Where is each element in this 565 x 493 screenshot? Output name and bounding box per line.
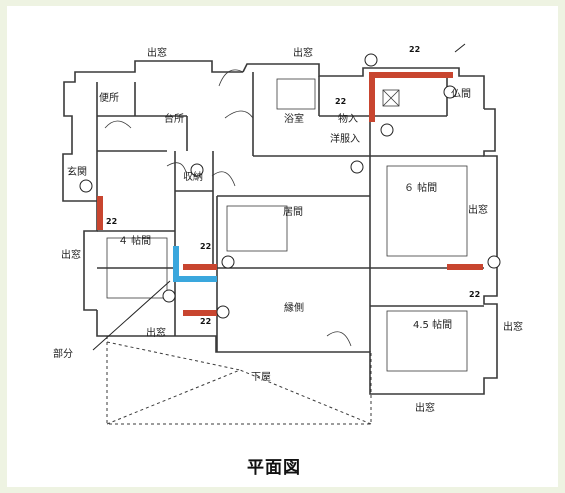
window-right-lower: 出窓 <box>503 322 523 333</box>
red-marker-mid <box>183 264 217 270</box>
room-four-half-mat: 4.5 帖間 <box>413 320 453 331</box>
floor-plan-drawing <box>62 43 501 425</box>
window-top-left: 出窓 <box>147 48 167 59</box>
plan-caption: 平面図 <box>247 458 301 478</box>
tatami-outline <box>226 205 288 252</box>
blue-marker-horizontal <box>173 276 217 282</box>
window-left: 出窓 <box>61 250 81 261</box>
part-label: 部分 <box>53 349 73 360</box>
symbol-circles <box>79 53 501 319</box>
bathtub <box>276 78 316 110</box>
altar-box <box>382 89 400 107</box>
highlight-markers <box>97 72 483 316</box>
red-marker-right <box>447 264 483 270</box>
outer-wall-right <box>355 108 498 395</box>
room-storage: 物入 <box>338 114 358 125</box>
circle-symbol <box>364 53 378 67</box>
walls <box>62 60 498 395</box>
window-bottom-right: 出窓 <box>415 403 435 414</box>
red-marker-left <box>369 72 375 122</box>
blue-marker-vertical <box>173 246 179 282</box>
floor-plan-frame: 便所 台所 浴室 物入 洋服入 仏間 玄関 収納 ６ 帖間 居間 ４ 帖間 縁側… <box>7 6 558 487</box>
outer-wall-left <box>62 81 98 311</box>
tag-a2: 22 <box>106 217 118 226</box>
room-altar: 仏間 <box>451 89 471 100</box>
room-six-mat: ６ 帖間 <box>404 183 438 194</box>
outer-wall-bottom <box>96 310 355 353</box>
room-kitchen: 台所 <box>164 114 184 125</box>
outer-wall-top-left <box>67 60 243 83</box>
room-closet: 収納 <box>183 172 203 183</box>
outer-wall-top-mid <box>242 63 485 109</box>
tag-a4: 22 <box>200 317 212 326</box>
window-bottom-mid: 出窓 <box>146 328 166 339</box>
tag-top: 22 <box>409 45 421 54</box>
tag-a5: 22 <box>469 290 481 299</box>
tag-a1: 22 <box>335 97 347 106</box>
window-right-upper: 出窓 <box>468 205 488 216</box>
red-marker-top <box>369 72 453 78</box>
tag-a3: 22 <box>200 242 212 251</box>
room-wardrobe: 洋服入 <box>330 134 360 145</box>
room-living: 居間 <box>283 207 303 218</box>
room-bathroom: 浴室 <box>284 114 304 125</box>
red-marker-low <box>183 310 217 316</box>
red-marker-entrance <box>97 196 103 230</box>
leader-lines <box>92 43 466 351</box>
room-lower-roof: 下屋 <box>251 372 271 383</box>
room-veranda: 縁側 <box>284 303 304 314</box>
room-entrance: 玄関 <box>67 167 87 178</box>
window-top-mid: 出窓 <box>293 48 313 59</box>
part-leader <box>92 280 171 351</box>
room-toilet: 便所 <box>99 93 119 104</box>
fixtures <box>104 69 468 372</box>
room-four-mat: ４ 帖間 <box>118 236 152 247</box>
lower-roof-outline <box>106 336 372 425</box>
